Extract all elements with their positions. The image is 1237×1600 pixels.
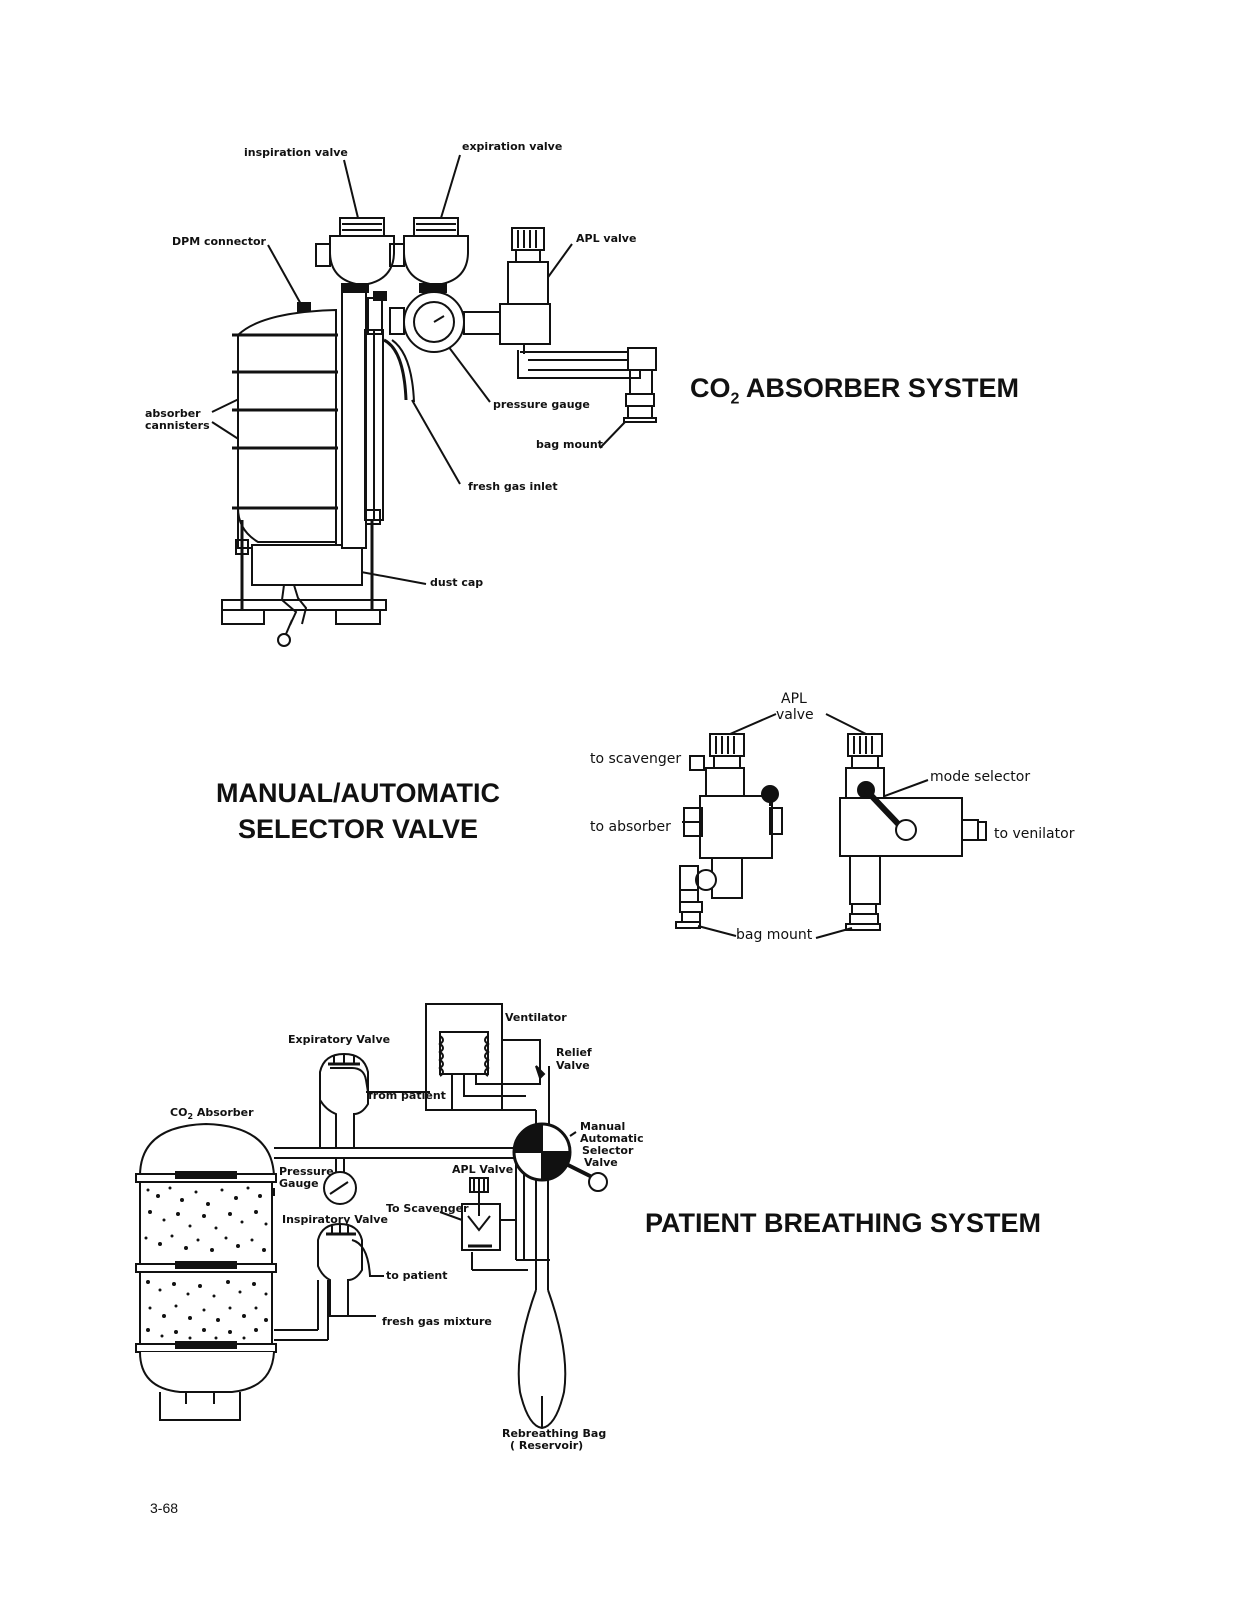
label-co2-absorber: CO2 Absorber [170,1107,254,1121]
label-manual: Manual [580,1120,626,1133]
label-to-scavenger: to scavenger [590,751,682,767]
label-ventilator: Ventilator [505,1011,567,1024]
label-apl: APL [781,691,807,707]
label-pressure: Pressure [279,1165,334,1178]
label-selector-valve: Valve [584,1156,618,1169]
label-apl-valve-diagram: APL Valve [452,1163,514,1176]
label-bag-mount-2: bag mount [736,927,813,943]
label-mode-selector: mode selector [930,769,1031,785]
breathing-system-title: PATIENT BREATHING SYSTEM [645,1208,1042,1238]
label-relief: Relief [556,1046,592,1059]
co2-absorber-title: CO2 ABSORBER SYSTEM [690,373,1019,408]
label-fresh-gas-mixture: fresh gas mixture [382,1315,492,1328]
label-dpm-connector: DPM connector [172,235,266,248]
label-to-venilator: to venilator [994,826,1075,842]
label-inspiration-valve: inspiration valve [244,146,348,159]
co2-absorber-title-sub: 2 [730,390,740,408]
label-to-absorber: to absorber [590,819,671,835]
label-relief-valve: Valve [556,1059,590,1072]
label-to-scavenger-diagram: To Scavenger [386,1202,469,1215]
label-inspiratory-valve: Inspiratory Valve [282,1213,388,1226]
label-to-patient: to patient [386,1269,448,1282]
label-co2-absorber-rest: Absorber [193,1106,254,1119]
label-expiratory-valve: Expiratory Valve [288,1033,391,1046]
label-gauge: Gauge [279,1177,319,1190]
label-expiration-valve: expiration valve [462,140,563,153]
label-fresh-gas-inlet: fresh gas inlet [468,480,558,493]
label-from-patient: from patient [368,1089,446,1102]
label-apl-valve-word: valve [776,707,814,723]
label-absorber-cannisters: absorber cannisters [145,407,210,432]
co2-absorber-title-rest: ABSORBER SYSTEM [739,373,1019,403]
label-rebreathing-bag: Rebreathing Bag [502,1427,607,1440]
selector-valve-title-line2: SELECTOR VALVE [237,814,479,844]
label-apl-valve: APL valve [576,232,637,245]
selector-valve-title-line1: MANUAL/AUTOMATIC [216,778,500,808]
co2-absorber-title-main: CO [690,373,731,403]
label-selector: Selector [582,1144,634,1157]
absorber-granules [144,1186,268,1340]
label-dust-cap: dust cap [430,576,484,589]
label-bag-mount: bag mount [536,438,603,451]
label-co2-absorber-main: CO [170,1106,188,1119]
label-reservoir: ( Reservoir) [510,1439,584,1452]
page-number: 3-68 [150,1500,179,1516]
label-pressure-gauge: pressure gauge [493,398,590,411]
label-co2-absorber-sub: 2 [187,1112,194,1122]
selector-valve-title: MANUAL/AUTOMATIC SELECTOR VALVE [200,775,516,847]
label-automatic: Automatic [580,1132,644,1145]
